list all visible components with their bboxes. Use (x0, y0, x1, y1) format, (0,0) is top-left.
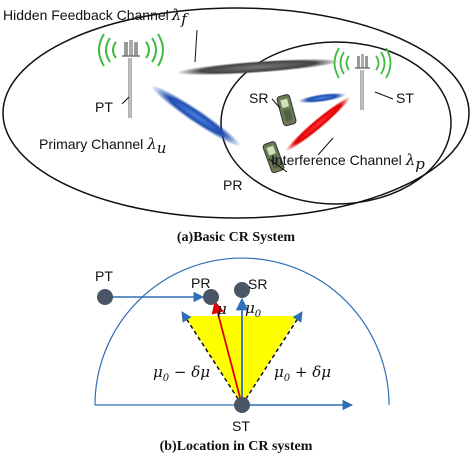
st-node (234, 397, 250, 413)
pr-leader (268, 158, 288, 173)
pr-label: PR (223, 177, 242, 193)
pr-node-label: PR (191, 275, 210, 291)
sr-label: SR (249, 90, 268, 106)
hidden-channel-leader (194, 29, 198, 63)
st-label: ST (396, 90, 414, 106)
interference-channel-beam (285, 96, 351, 152)
pt-node (97, 289, 113, 305)
left-angle-label: μ0 − δμ (153, 363, 210, 384)
secondary-link-beam (298, 92, 346, 104)
right-angle-label: μ0 + δμ (274, 363, 331, 384)
st-tower-icon (333, 47, 392, 110)
primary-channel-beam (151, 85, 241, 147)
st-node-label: ST (232, 418, 250, 434)
mu-label: μ (217, 300, 227, 318)
pt-signal-waves-icon (98, 33, 164, 67)
sr-node (234, 282, 250, 298)
primary-network-boundary (2, 7, 470, 219)
caption-a: (a)Basic CR System (177, 230, 296, 245)
mu0-label: μ0 (245, 299, 262, 320)
st-leader (374, 91, 394, 100)
pr-node (203, 289, 219, 305)
sector-right-edge (241, 311, 303, 406)
st-signal-waves-icon (333, 47, 392, 79)
interference-leader (317, 137, 334, 156)
sr-leader (271, 98, 281, 109)
pt-label: PT (95, 99, 113, 115)
sr-node-label: SR (248, 276, 267, 292)
caption-b: (b)Location in CR system (160, 439, 313, 454)
sector-left-edge (181, 311, 243, 406)
sr-phone-icon (276, 94, 297, 127)
panel-b-location: PT PR SR ST μ μ0 μ0 − δμ μ0 + δμ (b)Loca… (94, 257, 390, 454)
pt-node-label: PT (95, 268, 113, 284)
coverage-semicircle (94, 257, 390, 406)
hidden-feedback-channel-beam (176, 58, 340, 76)
pt-tower-icon (98, 33, 164, 118)
secondary-network-boundary (220, 41, 452, 205)
mu-direction-arrow (211, 300, 243, 406)
pt-leader (121, 96, 130, 105)
